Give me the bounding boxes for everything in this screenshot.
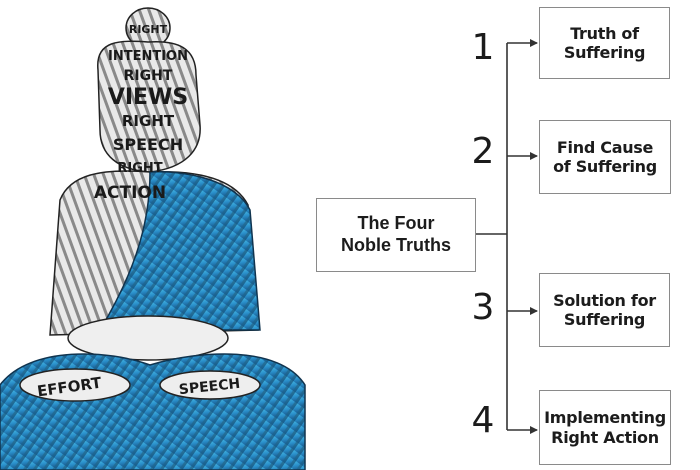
truth-box-3: Solution for Suffering [539,273,670,347]
truth-number-2: 2 [471,131,495,172]
word-speech-2: SPEECH [178,376,241,398]
truth-box-2: Find Cause of Suffering [539,120,671,194]
word-intention: INTENTION [108,49,188,64]
hands-shape [67,315,229,361]
truth-box-3-label: Solution for Suffering [553,290,656,329]
right-foot-shape [159,370,261,400]
word-speech-1: SPEECH [113,135,183,154]
truth-box-4: Implementing Right Action [539,390,671,465]
word-right-1: RIGHT [129,23,168,36]
word-right-3: RIGHT [122,112,175,130]
left-foot-shape [19,368,131,402]
head-shape [97,40,201,173]
word-right-2: RIGHT [124,68,173,84]
word-views: VIEWS [108,85,188,110]
truth-box-1-label: Truth of Suffering [563,23,646,62]
truth-number-1: 1 [471,27,495,68]
truth-box-2-label: Find Cause of Suffering [553,137,657,176]
center-box-label: The Four Noble Truths [340,213,451,255]
center-box-four-noble-truths: The Four Noble Truths [316,198,476,272]
truth-number-4: 4 [471,400,495,441]
truth-number-3: 3 [471,287,495,328]
word-action: ACTION [94,183,166,203]
truth-box-4-label: Implementing Right Action [544,408,666,447]
word-right-4: RIGHT [117,161,162,176]
buddha-word-art-illustration: RIGHT INTENTION RIGHT VIEWS RIGHT SPEECH… [0,7,306,470]
truth-box-1: Truth of Suffering [539,7,670,79]
